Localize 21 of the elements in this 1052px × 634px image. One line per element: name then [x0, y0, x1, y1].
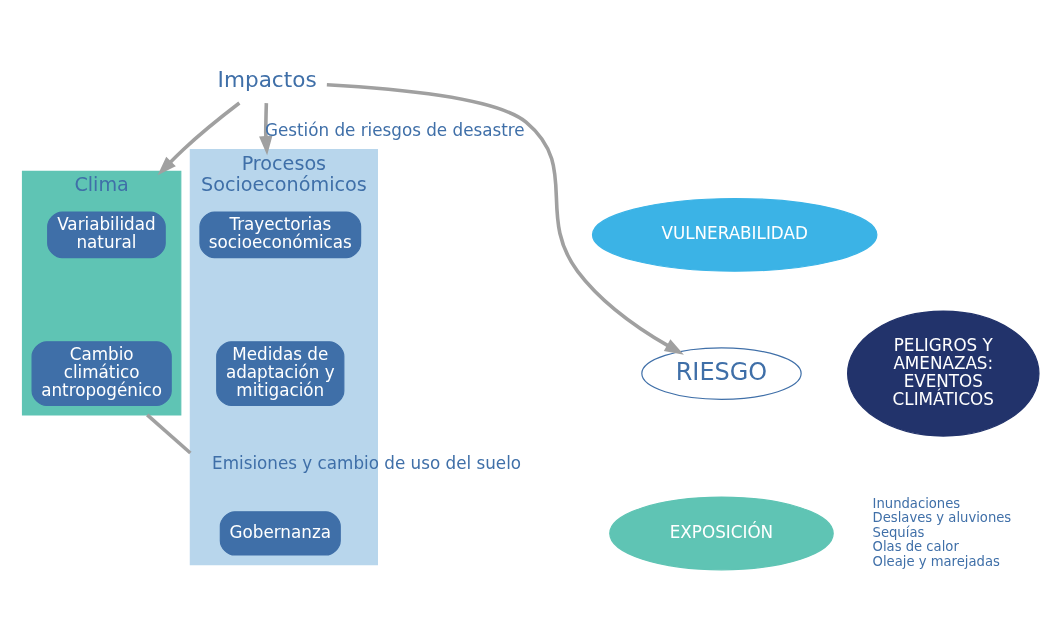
- node-box: Cambio climático antropogénico: [31, 341, 172, 406]
- node-label: Deslaves y aluviones: [872, 510, 1012, 526]
- node-label: Olas de calor: [872, 539, 959, 555]
- node-box: Medidas de adaptación y mitigación: [216, 341, 345, 406]
- node-text: Impactos: [217, 66, 317, 92]
- node-label: Sequías: [872, 524, 925, 540]
- arrow: [157, 101, 241, 176]
- arrow: [326, 82, 684, 355]
- node-box: Variabilidad natural: [47, 211, 166, 259]
- node-ellipse: RIESGO: [641, 347, 802, 400]
- node-ellipse: PELIGROS Y AMENAZAS: EVENTOS CLIMÁTICOS: [847, 310, 1040, 437]
- node-ellipse: VULNERABILIDAD: [591, 197, 878, 272]
- edge-label: Emisiones y cambio de uso del suelo: [212, 452, 522, 473]
- node-label: Oleaje y marejadas: [872, 553, 1000, 569]
- node-box: Gobernanza: [219, 511, 341, 556]
- node-ellipse: EXPOSICIÓN: [609, 496, 834, 571]
- connector: [146, 413, 192, 455]
- node-label: Inundaciones: [872, 496, 961, 512]
- node-box: Trayectorias socioeconómicas: [199, 211, 362, 259]
- edge-label: Gestión de riesgos de desastre: [264, 119, 525, 140]
- arrow: [259, 103, 273, 156]
